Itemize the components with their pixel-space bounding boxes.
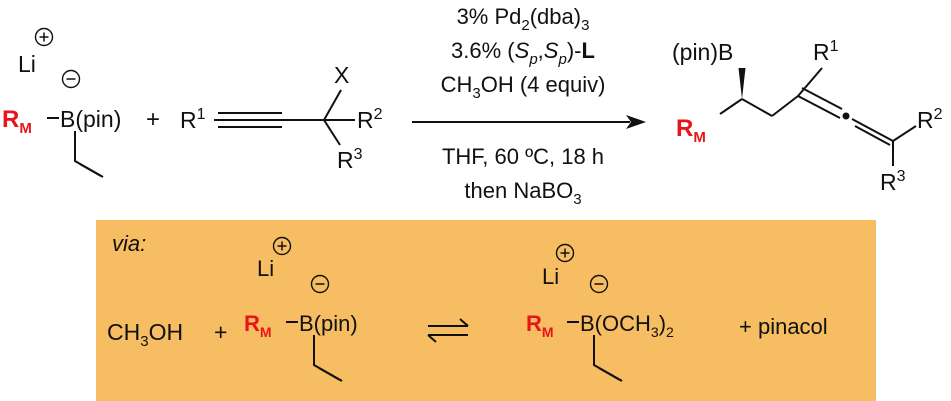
stereo-wedge-bond — [738, 68, 746, 99]
allene-bond — [797, 95, 841, 119]
propargylic-electrophile: R1 X R2 R3 — [180, 62, 383, 173]
reaction-conditions: 3% Pd2(dba)3 3.6% (Sp,Sp)-L CH3OH (4 equ… — [412, 4, 646, 208]
plus-charge-icon — [34, 27, 54, 47]
lithium-label-3: Li — [542, 264, 559, 289]
methanol-label: CH3OH — [107, 319, 183, 350]
product-r3-label: R3 — [880, 168, 906, 195]
pinacol-label: + pinacol — [739, 314, 828, 339]
r3-label: R3 — [337, 146, 363, 173]
product-r2-label: R2 — [917, 106, 943, 133]
minus-charge-icon-2 — [310, 274, 330, 294]
rm-label-2: RM — [244, 311, 272, 340]
plus-sign: + — [146, 106, 160, 133]
boronate-ate-complex: Li RM B(pin) + — [2, 27, 160, 178]
plus-charge-icon-3 — [555, 243, 575, 263]
b-pin-label: B(pin) — [60, 106, 121, 132]
minus-charge-icon — [61, 69, 81, 89]
allenyl-product: (pin)B R1 RM R2 R3 — [672, 38, 943, 195]
rm-group-label: RM — [2, 106, 32, 137]
via-label: via: — [112, 231, 146, 256]
ligand-text: 3.6% (Sp,Sp)-L — [451, 38, 595, 68]
minus-charge-icon-3 — [589, 274, 609, 294]
solvent-temp-text: THF, 60 ºC, 18 h — [442, 144, 604, 169]
rm-label-3: RM — [526, 311, 554, 340]
product-rm-label: RM — [676, 115, 706, 146]
x-leaving-group-label: X — [334, 62, 349, 88]
product-r1-label: R1 — [813, 38, 839, 65]
plus-charge-icon-2 — [272, 236, 292, 256]
via-highlight-box — [96, 220, 876, 401]
b-ome2-label: B(OCH3)2 — [580, 311, 674, 340]
allene-central-carbon-dot — [842, 112, 850, 120]
r2-label: R2 — [357, 106, 383, 133]
via-equilibrium: via: CH3OH + Li RM B(pin) Li RM — [107, 231, 828, 382]
oxidation-text: then NaBO3 — [464, 178, 581, 208]
arrow-head-icon — [626, 115, 646, 129]
b-pin-label-2: B(pin) — [299, 311, 358, 336]
pinb-label: (pin)B — [672, 39, 733, 65]
plus-sign-2: + — [214, 319, 227, 345]
r1-label: R1 — [180, 106, 206, 133]
lithium-label-2: Li — [257, 256, 274, 281]
lithium-label: Li — [18, 51, 36, 77]
methanol-equiv-text: CH3OH (4 equiv) — [441, 72, 606, 102]
catalyst-text: 3% Pd2(dba)3 — [457, 4, 590, 34]
